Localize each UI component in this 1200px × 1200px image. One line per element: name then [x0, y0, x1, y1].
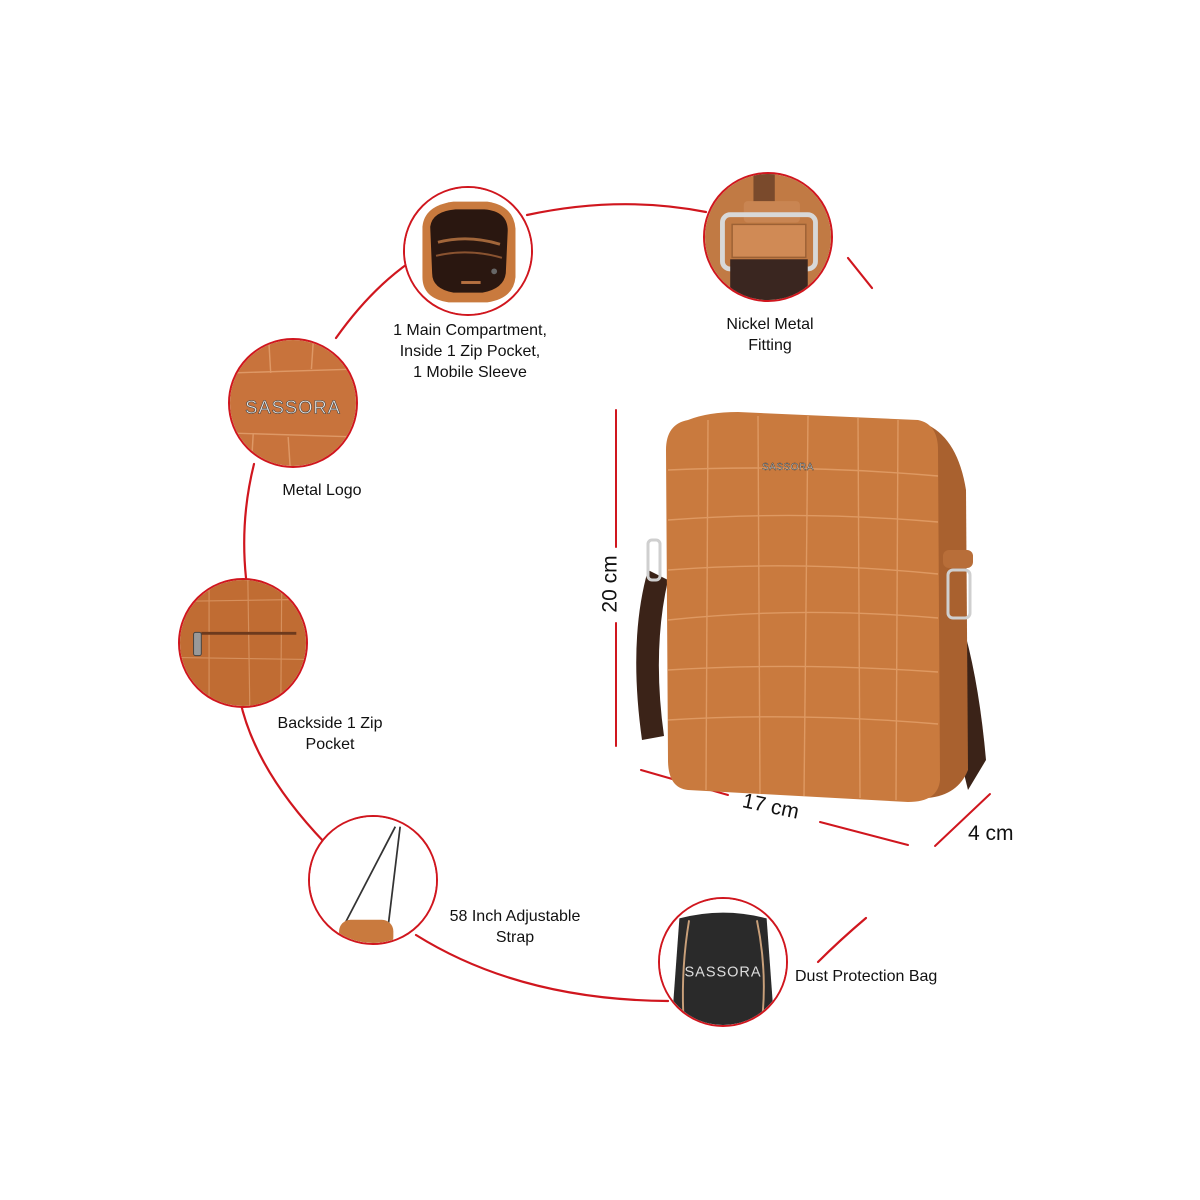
main-compartment-image	[403, 186, 533, 316]
dust-bag-brand-text: SASSORA	[685, 965, 762, 981]
label-line: Nickel Metal	[726, 316, 814, 333]
backside-pocket-label: Backside 1 Zip Pocket	[260, 713, 400, 755]
strap-label: 58 Inch Adjustable Strap	[430, 906, 600, 948]
label-line: Strap	[495, 929, 535, 946]
main-compartment-label: 1 Main Compartment, Inside 1 Zip Pocket,…	[360, 320, 580, 383]
depth-dimension-label: 4 cm	[968, 822, 1014, 845]
strap-image	[308, 815, 438, 945]
label-line: 58 Inch Adjustable	[449, 908, 581, 925]
dust-bag-image: SASSORA	[658, 897, 788, 1027]
label-line: Backside 1 Zip	[277, 715, 383, 732]
metal-logo-image: SASSORA	[228, 338, 358, 468]
nickel-fitting-image	[703, 172, 833, 302]
label-line: 1 Main Compartment,	[393, 322, 547, 339]
dust-bag-label: Dust Protection Bag	[795, 966, 965, 987]
backside-pocket-image	[178, 578, 308, 708]
logo-text: SASSORA	[245, 397, 341, 418]
main-product-bag-image: SASSORA	[636, 412, 986, 802]
label-line: Inside 1 Zip Pocket,	[399, 343, 541, 360]
nickel-fitting-label: Nickel Metal Fitting	[680, 314, 860, 356]
height-dimension-label: 20 cm	[598, 555, 622, 613]
label-line: Metal Logo	[282, 482, 362, 499]
metal-logo-label: Metal Logo	[262, 480, 382, 501]
label-line: Pocket	[305, 736, 355, 753]
product-logo: SASSORA	[762, 462, 814, 473]
label-line: Fitting	[748, 337, 792, 354]
label-line: 1 Mobile Sleeve	[413, 364, 527, 381]
label-line: Dust Protection Bag	[795, 968, 938, 985]
